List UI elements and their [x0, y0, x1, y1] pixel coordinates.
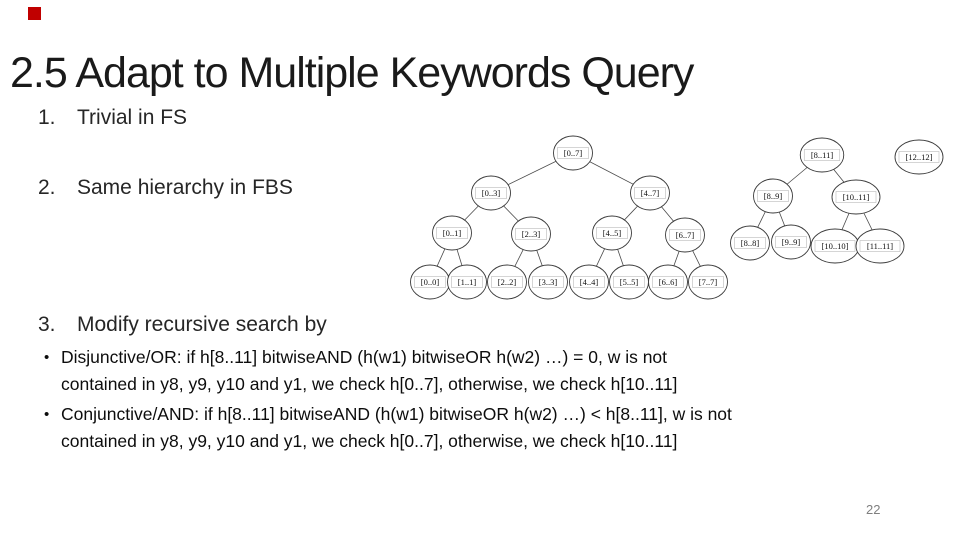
item-number: 2. [38, 176, 56, 199]
bullet-disjunctive: • Disjunctive/OR: if h[8..11] bitwiseAND… [44, 344, 924, 398]
bullet-line: Disjunctive/OR: if h[8..11] bitwiseAND (… [61, 347, 668, 367]
tree-node-label: [0..1] [443, 228, 462, 238]
tree-node-label: [12..12] [906, 152, 933, 162]
bullet-line: contained in y8, y9, y10 and y1, we chec… [61, 374, 678, 394]
tree-node-label: [8..11] [811, 150, 834, 160]
bullet-list: • Disjunctive/OR: if h[8..11] bitwiseAND… [44, 344, 924, 458]
tree-node-label: [2..3] [522, 229, 541, 239]
bullet-marker: • [44, 406, 50, 423]
numbered-item-2: 2. Same hierarchy in FBS [38, 176, 293, 200]
tree-node-label: [4..7] [641, 188, 660, 198]
bullet-text: Disjunctive/OR: if h[8..11] bitwiseAND (… [61, 344, 677, 398]
tree-node-label: [0..3] [482, 188, 501, 198]
bullet-line: contained in y8, y9, y10 and y1, we chec… [61, 431, 678, 451]
tree-node: [11..11] [855, 228, 905, 264]
tree-node: [8..11] [799, 137, 845, 173]
tree-node: [8..9] [753, 178, 793, 214]
tree-node-label: [2..2] [498, 277, 517, 287]
tree-node-label: [5..5] [620, 277, 639, 287]
interval-tree-diagram: [0..7] [0..3] [4..7] [0..1] [2..3] [4..5] [6..… [410, 135, 944, 300]
tree-node: [4..7] [630, 175, 670, 211]
tree-node: [6..7] [665, 217, 705, 253]
item-number: 3. [38, 313, 56, 336]
tree-node-label: [6..6] [659, 277, 678, 287]
tree-node: [0..0] [410, 264, 450, 300]
numbered-item-3: 3. Modify recursive search by [38, 313, 327, 337]
bullet-marker: • [44, 349, 50, 366]
tree-node: [9..9] [771, 224, 811, 260]
item-text: Modify recursive search by [77, 313, 327, 336]
tree-node: [4..4] [569, 264, 609, 300]
tree-node: [8..8] [730, 225, 770, 261]
page-number: 22 [866, 502, 881, 517]
item-number: 1. [38, 106, 56, 129]
page-title: 2.5 Adapt to Multiple Keywords Query [10, 48, 694, 97]
bullet-text: Conjunctive/AND: if h[8..11] bitwiseAND … [61, 401, 732, 455]
tree-node-label: [6..7] [676, 230, 695, 240]
tree-node-label: [7..7] [699, 277, 718, 287]
tree-node: [0..3] [471, 175, 511, 211]
tree-node-label: [9..9] [782, 237, 801, 247]
item-text: Trivial in FS [77, 106, 188, 129]
tree-node-label: [10..11] [843, 192, 870, 202]
tree-node-label: [0..0] [421, 277, 440, 287]
tree-node: [1..1] [447, 264, 487, 300]
tree-node-label: [8..9] [764, 191, 783, 201]
tree-node-label: [0..7] [564, 148, 583, 158]
tree-node-label: [4..4] [580, 277, 599, 287]
tree-node: [0..7] [553, 135, 593, 171]
tree-node: [7..7] [688, 264, 728, 300]
tree-node: [6..6] [648, 264, 688, 300]
tree-node: [10..11] [831, 179, 881, 215]
tree-node: [10..10] [810, 228, 860, 264]
tree-node: [2..3] [511, 216, 551, 252]
tree-node: [2..2] [487, 264, 527, 300]
tree-node-label: [11..11] [867, 241, 893, 251]
tree-node: [0..1] [432, 215, 472, 251]
tree-node: [12..12] [894, 139, 944, 175]
tree-node-label: [10..10] [822, 241, 849, 251]
accent-square [28, 7, 41, 20]
tree-node-label: [4..5] [603, 228, 622, 238]
tree-node-label: [8..8] [741, 238, 760, 248]
item-text: Same hierarchy in FBS [77, 176, 293, 199]
bullet-line: Conjunctive/AND: if h[8..11] bitwiseAND … [61, 404, 732, 424]
tree-node-label: [1..1] [458, 277, 477, 287]
tree-node-label: [3..3] [539, 277, 558, 287]
tree-node: [5..5] [609, 264, 649, 300]
bullet-conjunctive: • Conjunctive/AND: if h[8..11] bitwiseAN… [44, 401, 924, 455]
tree-node: [4..5] [592, 215, 632, 251]
tree-node: [3..3] [528, 264, 568, 300]
numbered-item-1: 1. Trivial in FS [38, 106, 187, 130]
